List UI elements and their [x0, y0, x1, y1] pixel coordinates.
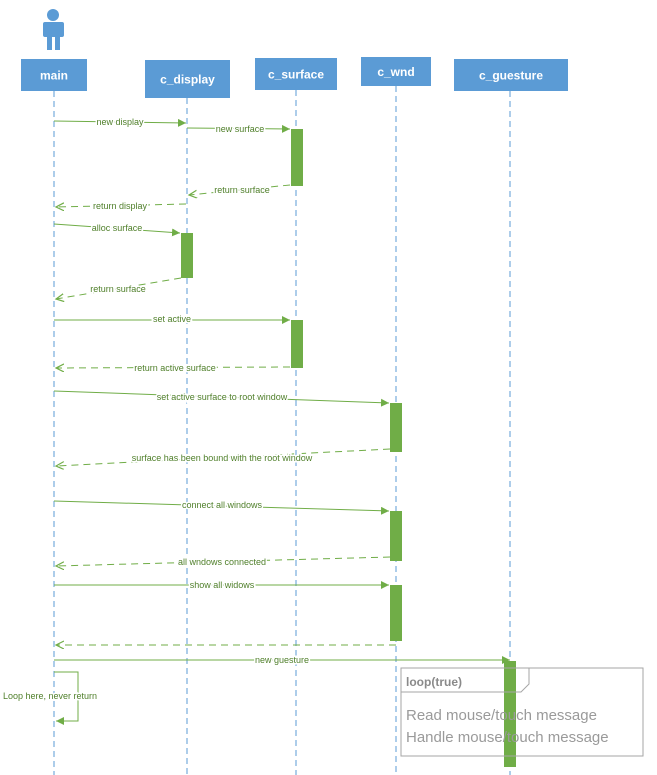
activation-bar: [504, 661, 516, 767]
message-arrow: [53, 118, 187, 127]
message-7: set active: [54, 313, 290, 326]
message-3: return surface: [189, 184, 291, 195]
activation-bar: [291, 129, 303, 186]
participant-box: [361, 57, 431, 86]
message-label: Loop here, never return: [3, 691, 97, 701]
message-label: new guesture: [255, 655, 309, 665]
activation-bar: [390, 511, 402, 561]
message-label: return surface: [214, 185, 270, 195]
message-label: alloc surface: [92, 223, 143, 233]
message-10: surface has been bound with the root win…: [56, 448, 391, 466]
message-4: return display: [56, 200, 187, 213]
message-label: return surface: [90, 284, 146, 294]
message-label: set active: [153, 314, 191, 324]
message-arrow: [56, 367, 291, 368]
message-label: new surface: [216, 124, 265, 134]
self-message-arrow: [54, 671, 79, 725]
message-5: alloc surface: [53, 222, 181, 237]
participant-c_guesture: c_guesture: [454, 59, 568, 91]
participant-main: main: [21, 59, 87, 91]
loop-frame-tab: [401, 668, 530, 693]
message-label: set active surface to root window: [157, 392, 288, 402]
participant-label: c_guesture: [479, 69, 543, 83]
message-11: connect all windows: [53, 499, 390, 515]
loop-label: loop(true): [406, 675, 462, 689]
message-arrow: [189, 184, 291, 195]
participant-box: [145, 60, 230, 98]
message-arrow: [56, 556, 391, 566]
message-13: show all widows: [54, 579, 389, 592]
activation-bar: [181, 233, 193, 278]
loop-frame: loop(true) Read mouse/touch messageHandle…: [400, 667, 644, 757]
participant-label: c_display: [160, 73, 215, 87]
participant-label: c_surface: [268, 68, 324, 82]
message-12: all wndows connected: [56, 556, 391, 567]
participant-c_display: c_display: [145, 60, 230, 98]
activation-bar: [390, 403, 402, 452]
participant-c_surface: c_surface: [255, 58, 337, 90]
message-label: new display: [96, 117, 144, 127]
message-8: return active surface: [56, 362, 291, 375]
message-15: new guesture: [54, 654, 510, 667]
message-6: return surface: [56, 277, 182, 299]
message-arrow: [186, 124, 291, 133]
loop-frame-border: [400, 667, 644, 757]
message-arrow: [56, 277, 182, 299]
message-arrow: [53, 223, 181, 237]
message-label: return display: [93, 201, 148, 211]
loop-note: Read mouse/touch message: [406, 707, 597, 724]
participant-box: [454, 59, 568, 91]
message-2: new surface: [186, 123, 291, 136]
actor-icon: [43, 9, 64, 50]
message-arrow: [53, 390, 390, 407]
activation-bar: [390, 585, 402, 641]
message-label: return active surface: [134, 363, 216, 373]
message-16: Loop here, never return: [2, 671, 99, 725]
participant-box: [21, 59, 87, 91]
message-label: all wndows connected: [178, 557, 266, 567]
message-9: set active surface to root window: [53, 390, 390, 407]
message-arrow: [56, 448, 391, 466]
activation-bar: [291, 320, 303, 368]
message-label: surface has been bound with the root win…: [132, 453, 313, 463]
participant-c_wnd: c_wnd: [361, 57, 431, 86]
participant-label: c_wnd: [377, 65, 414, 79]
message-arrow: [53, 500, 390, 515]
participant-box: [255, 58, 337, 90]
message-label: show all widows: [190, 580, 255, 590]
loop-note: Handle mouse/touch message: [406, 729, 609, 746]
message-arrow: [56, 204, 187, 207]
message-label: connect all windows: [182, 500, 263, 510]
message-1: new display: [53, 116, 187, 129]
participant-label: main: [40, 69, 68, 83]
